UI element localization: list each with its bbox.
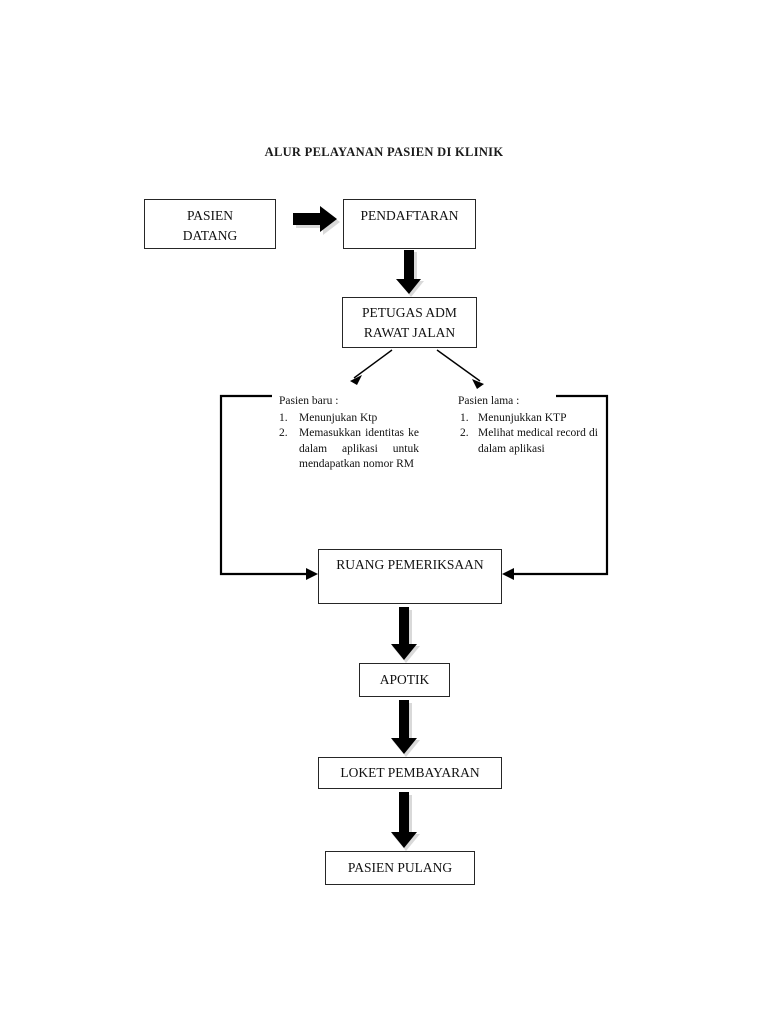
branch-pasien-baru-item: 2. Memasukkan identitas ke dalam aplikas… [277, 426, 419, 473]
list-text: Menunjukan Ktp [299, 411, 378, 424]
list-text: Melihat medical record di dalam aplikasi [478, 427, 598, 455]
node-petugas-adm-rawat-jalan: PETUGAS ADM RAWAT JALAN [342, 297, 477, 348]
arrow-ruang-pemeriksaan-to-apotik [391, 607, 420, 663]
node-apotik-label: APOTIK [379, 672, 430, 687]
branch-pasien-baru-item: 1. Menunjukan Ktp [277, 411, 419, 427]
node-petugas-adm-line1: PETUGAS ADM [362, 305, 457, 320]
branch-pasien-lama-item: 2. Melihat medical record di dalam aplik… [458, 426, 598, 457]
list-number: 1. [460, 411, 469, 424]
list-number: 1. [279, 411, 288, 424]
list-text: Menunjukkan KTP [478, 411, 567, 424]
arrow-loket-pembayaran-to-pasien-pulang [391, 792, 420, 851]
arrow-apotik-to-loket-pembayaran [391, 700, 420, 757]
arrow-pendaftaran-to-petugas-adm [396, 250, 424, 297]
node-pasien-datang: PASIEN DATANG [144, 199, 276, 249]
branch-pasien-baru-heading: Pasien baru : [279, 395, 339, 407]
node-pendaftaran: PENDAFTARAN [343, 199, 476, 249]
node-loket-pembayaran: LOKET PEMBAYARAN [318, 757, 502, 789]
node-pasien-datang-line2: DATANG [182, 227, 238, 243]
node-pasien-datang-line1: PASIEN [186, 208, 234, 223]
node-pasien-pulang-label: PASIEN PULANG [347, 860, 453, 875]
arrow-pasien-datang-to-pendaftaran [293, 206, 340, 235]
connector-pasien-lama-to-ruang-pemeriksaan [502, 394, 609, 580]
list-number: 2. [279, 427, 288, 440]
branch-pasien-baru: Pasien baru : 1. Menunjukan Ktp 2. Memas… [277, 394, 419, 473]
branch-pasien-lama-heading: Pasien lama : [458, 395, 520, 407]
page-title: ALUR PELAYANAN PASIEN DI KLINIK [264, 145, 504, 159]
node-ruang-pemeriksaan-label: RUANG PEMERIKSAAN [336, 557, 484, 572]
list-number: 2. [460, 427, 469, 440]
arrow-petugas-adm-to-pasien-baru [350, 349, 393, 385]
list-text: Memasukkan identitas ke dalam aplikasi u… [299, 427, 419, 471]
branch-pasien-lama-item: 1. Menunjukkan KTP [458, 411, 598, 427]
branch-pasien-lama: Pasien lama : 1. Menunjukkan KTP 2. Meli… [458, 394, 598, 457]
arrow-petugas-adm-to-pasien-lama [436, 349, 484, 389]
node-loket-pembayaran-label: LOKET PEMBAYARAN [340, 765, 480, 780]
node-pendaftaran-label: PENDAFTARAN [360, 208, 459, 223]
node-ruang-pemeriksaan: RUANG PEMERIKSAAN [318, 549, 502, 604]
node-apotik: APOTIK [359, 663, 450, 697]
node-pasien-pulang: PASIEN PULANG [325, 851, 475, 885]
connector-pasien-baru-to-ruang-pemeriksaan [219, 394, 318, 580]
node-petugas-adm-line2: RAWAT JALAN [363, 324, 456, 340]
